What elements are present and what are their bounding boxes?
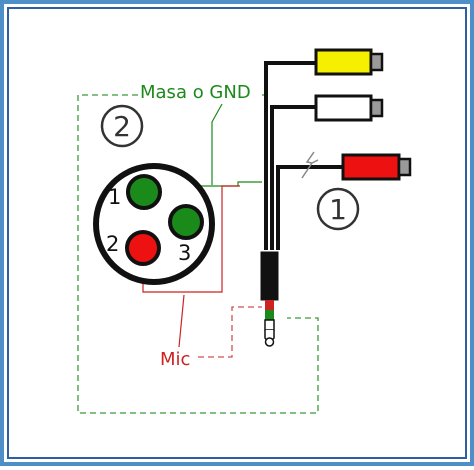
rca-yellow-body: [314, 48, 373, 76]
cable-yellow: [264, 61, 316, 250]
inner-frame: [7, 7, 467, 459]
lightning-icon: [301, 151, 319, 179]
connector-body: [93, 163, 215, 285]
mic-dashed-loop: [198, 306, 262, 358]
jack-tip-end: [264, 337, 275, 347]
mic-pointer-line: [178, 294, 185, 348]
jack-ring-green: [265, 310, 274, 320]
pin-1-label: 1: [108, 185, 121, 209]
plug-badge-circle: [316, 187, 360, 231]
rca-red-body: [341, 153, 401, 181]
jack-sleeve: [260, 251, 279, 301]
pin-1: [126, 174, 162, 210]
rca-yellow-tip: [369, 52, 384, 72]
ground-pointer-line: [211, 103, 223, 185]
pin-3-label: 3: [178, 241, 191, 265]
cable-red: [276, 165, 343, 250]
plug-badge-number: 1: [329, 193, 347, 226]
rca-white-tip: [369, 98, 384, 118]
connector-badge-number: 2: [113, 110, 131, 143]
jack-ring-white: [264, 319, 275, 331]
pin-3: [168, 204, 204, 240]
pin-2: [125, 230, 161, 266]
rca-red-tip: [397, 157, 412, 177]
cable-white: [270, 105, 316, 250]
pin-2-label: 2: [106, 232, 119, 256]
rca-white-body: [314, 94, 373, 122]
jack-ring-red: [265, 300, 274, 310]
connector-badge-circle: [100, 104, 144, 148]
mic-label: Mic: [160, 349, 190, 370]
ground-label: Masa o GND: [140, 82, 251, 103]
ground-dashed-loop: [77, 94, 319, 414]
